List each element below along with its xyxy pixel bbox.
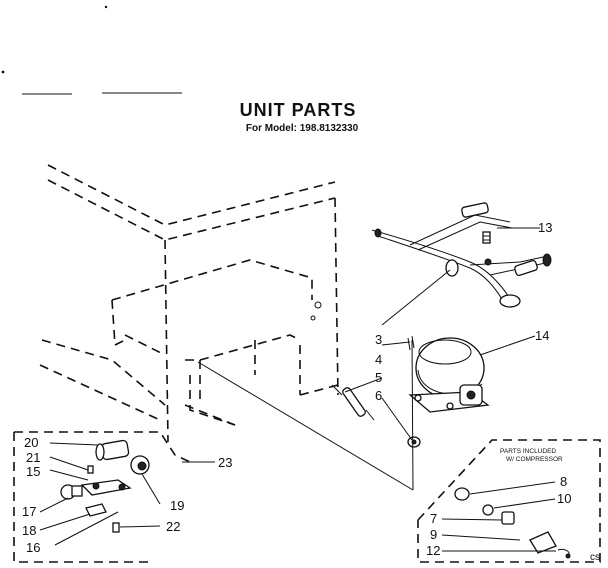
scan-speck	[104, 5, 108, 9]
callout-8: 8	[560, 474, 567, 489]
grommet	[407, 436, 421, 448]
callout-6: 6	[375, 388, 382, 403]
scan-speck	[1, 70, 5, 74]
compressor-parts-inset	[417, 439, 601, 563]
callout-3: 3	[375, 332, 382, 347]
diagram-title: UNIT PARTS	[240, 100, 357, 120]
model-subtitle: For Model: 198.8132330	[246, 123, 359, 134]
callout-12: 12	[426, 543, 440, 558]
mounting-pin	[407, 335, 415, 351]
callout-22: 22	[166, 519, 180, 534]
wiring-harness	[371, 202, 552, 308]
filter-drier	[331, 384, 375, 421]
screw-13	[482, 231, 491, 244]
callout-19: 19	[170, 498, 184, 513]
callout-9: 9	[430, 527, 437, 542]
callout-7: 7	[430, 511, 437, 526]
inset-note-line2: W/ COMPRESSOR	[506, 456, 563, 463]
cabinet-outline	[39, 164, 339, 443]
callout-17: 17	[22, 504, 36, 519]
callout-15: 15	[26, 464, 40, 479]
callout-16: 16	[26, 540, 40, 555]
inset-note-line1: PARTS INCLUDED	[500, 448, 556, 455]
callout-14: 14	[535, 328, 549, 343]
callout-13: 13	[538, 220, 552, 235]
relay-inset	[13, 431, 215, 563]
callout-5: 5	[375, 370, 382, 385]
leader-lines	[197, 227, 540, 491]
compressor	[408, 337, 490, 413]
corner-stamp: cs	[590, 552, 600, 563]
callout-10: 10	[557, 491, 571, 506]
callout-21: 21	[26, 450, 40, 465]
callout-4: 4	[375, 352, 382, 367]
callout-23: 23	[218, 455, 232, 470]
callout-20: 20	[24, 435, 38, 450]
callout-18: 18	[22, 523, 36, 538]
